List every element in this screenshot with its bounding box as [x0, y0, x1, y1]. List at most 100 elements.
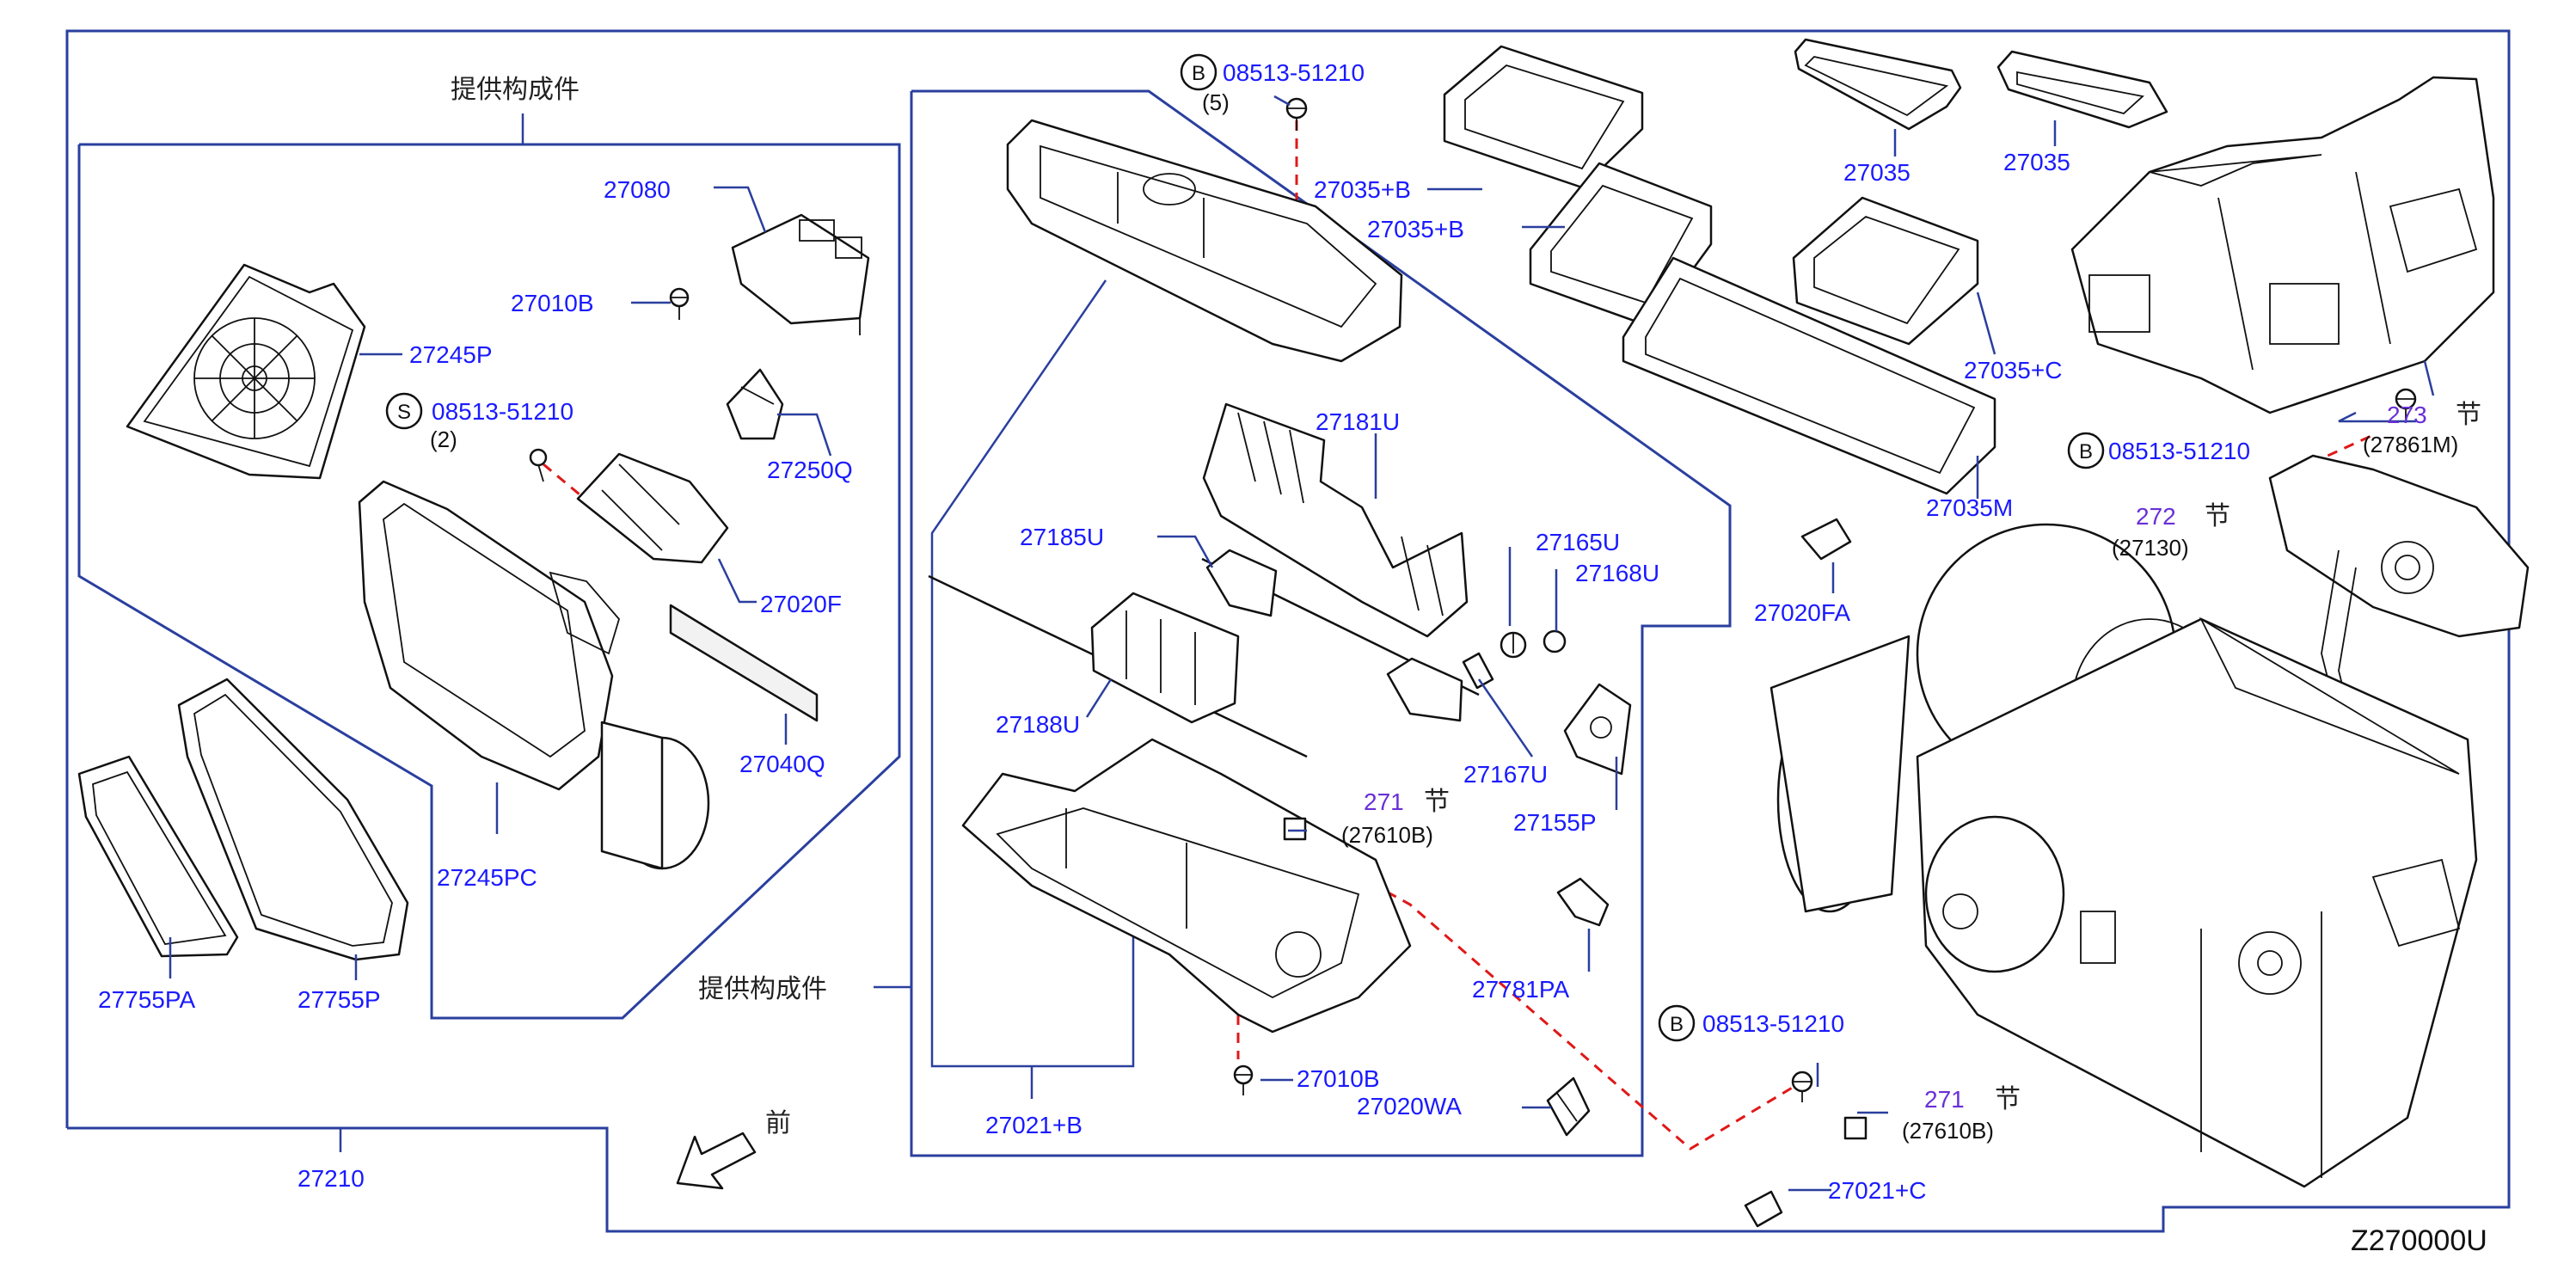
part-upper-case — [1006, 119, 1403, 363]
front-label: 前 — [765, 1108, 791, 1138]
label-ref-271-b: 271 — [1924, 1086, 1965, 1113]
label-27035b-1: 27035+B — [1314, 176, 1411, 203]
part-27755pa-seal — [77, 755, 239, 958]
front-arrow-icon — [676, 1132, 757, 1190]
part-27020f-motor — [576, 452, 729, 564]
part-27035c-seal — [1792, 196, 1979, 346]
part-27181u-door — [1202, 402, 1469, 638]
label-ref-272: 272 — [2136, 503, 2176, 530]
label-27040q: 27040Q — [739, 751, 825, 777]
part-main-hvac-case — [1769, 523, 2478, 1188]
label-27080: 27080 — [604, 176, 671, 203]
label-27035-a: 27035 — [1843, 159, 1911, 186]
sub-frame-27021b — [930, 279, 1135, 1099]
label-27035m: 27035M — [1926, 494, 2013, 521]
label-27035b-2: 27035+B — [1367, 216, 1464, 242]
label-27010b-b: 27010B — [1297, 1065, 1380, 1092]
label-27245pc: 27245PC — [437, 864, 537, 891]
part-27168u-link — [1543, 629, 1567, 653]
part-27035-seal-a — [1794, 38, 1962, 131]
label-ref-272-sub: (27130) — [2112, 535, 2189, 561]
diagram-code: Z270000U — [2351, 1224, 2487, 1257]
label-27755p: 27755P — [297, 986, 381, 1013]
part-08513-screw-b2 — [2395, 388, 2417, 421]
label-ref-273: 273 — [2387, 402, 2427, 428]
label-ref-271-b-sub: (27610B) — [1902, 1118, 1994, 1144]
part-27781pa-clip — [1556, 877, 1610, 927]
part-27185u-shaft — [1201, 549, 1480, 722]
svg-text:B: B — [1192, 62, 1205, 85]
label-ref-271-a: 271 — [1364, 788, 1404, 815]
part-272-actuator — [2268, 454, 2530, 706]
label-08513-b1-qty: (5) — [1202, 89, 1230, 115]
assembly-label-left: 提供构成件 — [451, 75, 580, 105]
label-section-271-a: 节 — [1424, 787, 1450, 817]
label-ref-273-sub: (27861M) — [2363, 432, 2458, 457]
marker-b-3: B — [1658, 1004, 1696, 1042]
part-27010b-screw-b — [1233, 1064, 1254, 1095]
part-27245p-grille — [126, 263, 366, 480]
label-27020fa: 27020FA — [1754, 599, 1850, 626]
label-27020wa: 27020WA — [1357, 1093, 1462, 1120]
svg-text:B: B — [1670, 1013, 1684, 1036]
label-08513-s: 08513-51210 — [432, 398, 573, 425]
label-27250q: 27250Q — [767, 457, 853, 483]
part-upper-distribution-housing — [2070, 76, 2495, 414]
label-27188u: 27188U — [996, 711, 1080, 738]
left-assembly-frame — [77, 113, 901, 1020]
part-27755p-seal — [177, 678, 409, 961]
label-27155p: 27155P — [1513, 809, 1597, 836]
part-27245pc-housing — [358, 480, 710, 870]
svg-text:S: S — [397, 401, 411, 424]
label-27755pa: 27755PA — [98, 986, 195, 1013]
outer-frame — [65, 29, 2511, 1233]
part-27080-actuator — [731, 213, 870, 335]
label-27021b: 27021+B — [985, 1112, 1083, 1138]
label-ref-271-a-sub: (27610B) — [1341, 822, 1433, 848]
center-assembly-frame — [874, 89, 1732, 1157]
part-271-clip-a — [1283, 817, 1307, 841]
marker-b-1: B — [1180, 53, 1217, 91]
marker-b-2: B — [2067, 432, 2105, 469]
label-08513-b2: 08513-51210 — [2108, 438, 2250, 464]
part-27020wa-gear — [1546, 1077, 1591, 1137]
part-271-clip-b — [1843, 1116, 1868, 1140]
assembly-label-center: 提供构成件 — [698, 974, 827, 1004]
leader-lines — [169, 95, 2435, 1192]
label-27210: 27210 — [297, 1165, 365, 1192]
part-27167u-link — [1462, 652, 1494, 690]
part-27035m-seal — [1622, 256, 1996, 495]
part-27155p-lever — [1563, 683, 1632, 776]
marker-s: S — [385, 392, 423, 430]
part-27165u-link — [1500, 631, 1527, 659]
part-27035b-seal-1 — [1443, 45, 1644, 189]
label-27167u: 27167U — [1463, 761, 1548, 788]
label-27035-b: 27035 — [2003, 149, 2070, 175]
part-27250q-clip — [726, 368, 784, 440]
label-27245p: 27245P — [409, 341, 493, 368]
label-section-273: 节 — [2456, 400, 2481, 430]
svg-text:B: B — [2079, 440, 2093, 463]
part-08513-screw-b3 — [1791, 1070, 1813, 1102]
label-27010b-a: 27010B — [511, 290, 594, 316]
label-27020f: 27020F — [760, 591, 842, 617]
part-27040q-filter — [669, 604, 819, 722]
label-08513-b1: 08513-51210 — [1223, 59, 1365, 86]
label-27185u: 27185U — [1020, 524, 1104, 550]
part-08513-screw-s — [529, 448, 548, 482]
part-27021c-clip — [1744, 1190, 1783, 1228]
label-27781pa: 27781PA — [1472, 976, 1569, 1003]
label-08513-s-qty: (2) — [430, 426, 457, 452]
label-section-271-b: 节 — [1995, 1084, 2021, 1114]
label-27165u: 27165U — [1536, 529, 1620, 555]
part-27035-seal-b — [1996, 50, 2168, 129]
part-27020fa-clip — [1800, 518, 1852, 561]
part-lower-case — [961, 738, 1412, 1034]
part-27188u-door — [928, 574, 1308, 758]
part-08513-screw-b1 — [1285, 97, 1308, 131]
label-27021c: 27021+C — [1828, 1177, 1926, 1204]
label-27181u: 27181U — [1316, 408, 1400, 435]
label-27035c: 27035+C — [1964, 357, 2062, 383]
label-section-272: 节 — [2205, 501, 2230, 531]
